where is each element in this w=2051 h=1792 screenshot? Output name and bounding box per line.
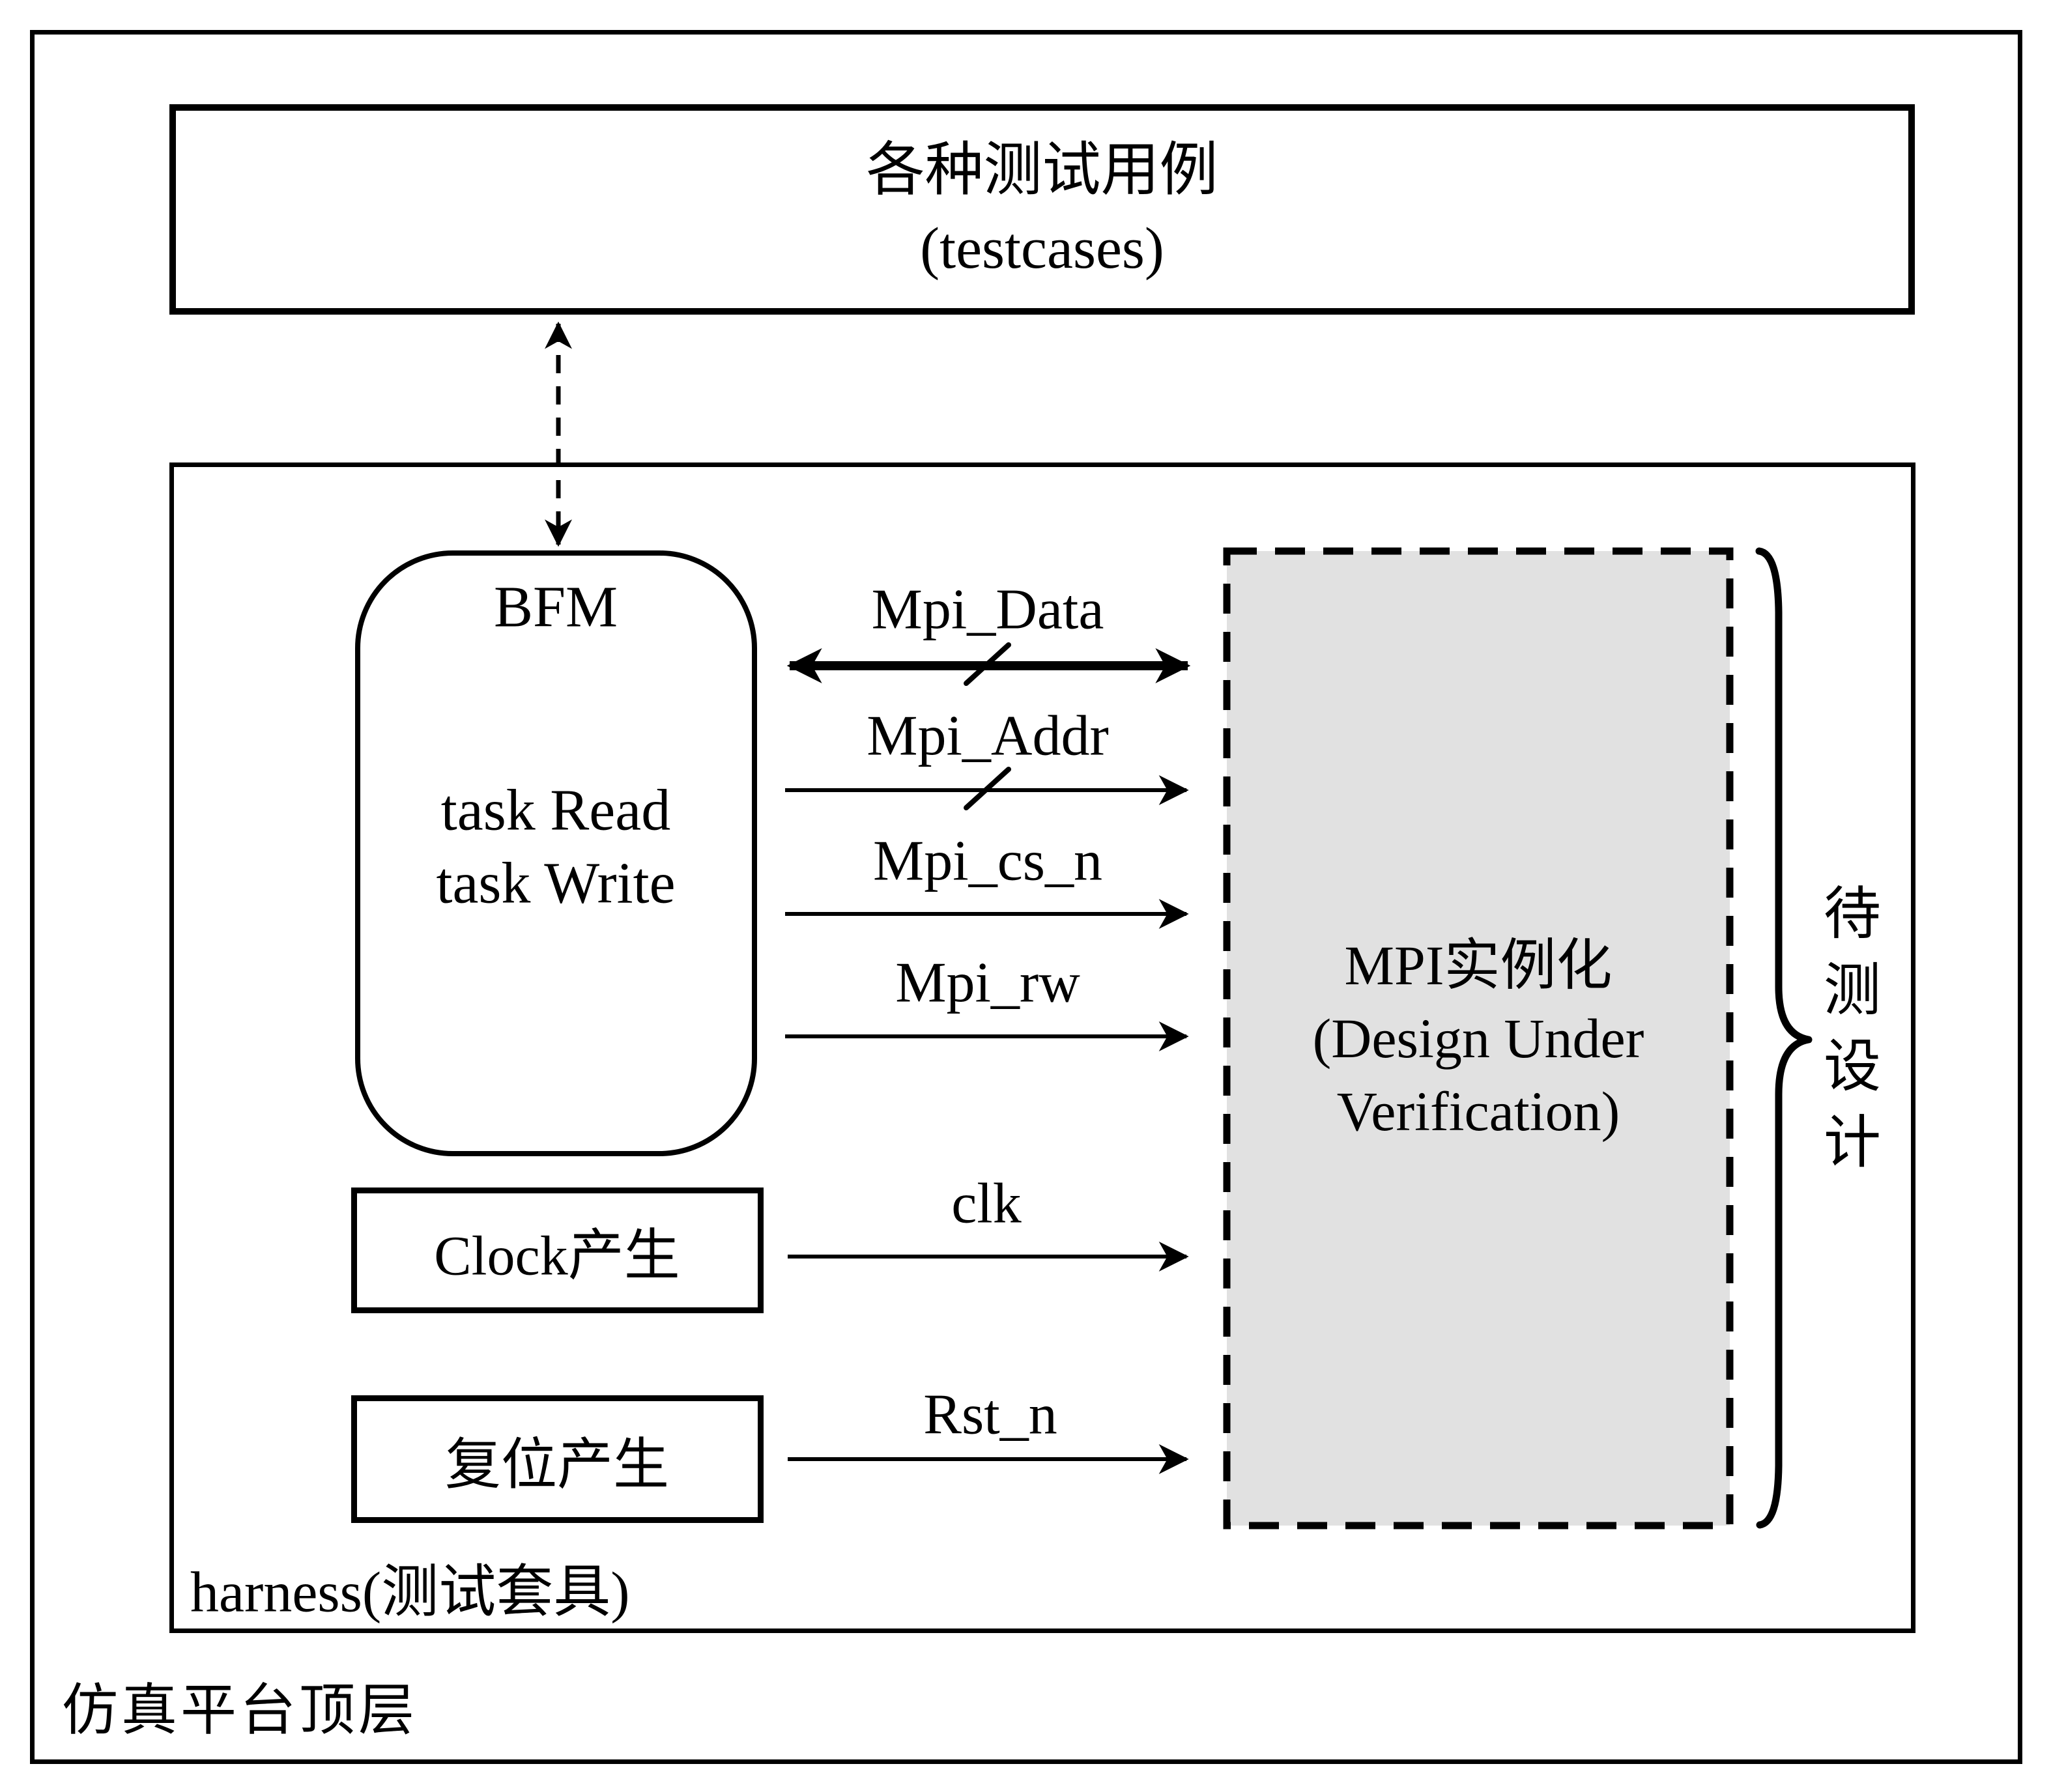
testcases-title: 各种测试用例: [866, 137, 1218, 203]
bfm-task-write-label: task Write: [436, 851, 676, 916]
mpi-addr-label: Mpi_Addr: [867, 704, 1109, 768]
brace-caption-char: 设: [1823, 1036, 1882, 1099]
bfm-box: [355, 550, 757, 1156]
mpi-rw-label: Mpi_rw: [895, 951, 1080, 1015]
simulation-top-caption: 仿真平台顶层: [62, 1679, 418, 1742]
testcases-subtitle: (testcases): [920, 216, 1164, 281]
mpi-data-label: Mpi_Data: [871, 578, 1104, 642]
brace-caption-char: 计: [1823, 1112, 1882, 1175]
brace-caption-char: 测: [1823, 960, 1882, 1023]
clock-generator-box: [351, 1188, 764, 1313]
harness-caption: harness(测试套具): [190, 1561, 630, 1625]
harness-box: [169, 462, 1915, 1633]
reset-generator-label: 复位产生: [445, 1433, 669, 1496]
dut-title: MPI实例化: [1344, 934, 1613, 997]
mpi-cs-n-label: Mpi_cs_n: [873, 829, 1102, 893]
bfm-task-read-label: task Read: [440, 778, 671, 843]
dut-subtitle-2: Verification): [1336, 1080, 1620, 1143]
dut-subtitle-1: (Design Under: [1312, 1007, 1644, 1070]
reset-generator-box: [351, 1395, 764, 1523]
dut-brace-caption: 待 测 设 计: [1824, 877, 1881, 1182]
testcases-box: 各种测试用例 (testcases): [169, 104, 1915, 315]
rst-n-label: Rst_n: [923, 1383, 1057, 1447]
clk-label: clk: [951, 1172, 1022, 1236]
simulation-top-box: [30, 30, 2022, 1764]
dut-label-group: MPI实例化 (Design Under Verification): [1223, 547, 1734, 1529]
clock-generator-label: Clock产生: [434, 1224, 680, 1287]
brace-caption-char: 待: [1823, 883, 1882, 946]
bfm-title: BFM: [493, 575, 618, 640]
